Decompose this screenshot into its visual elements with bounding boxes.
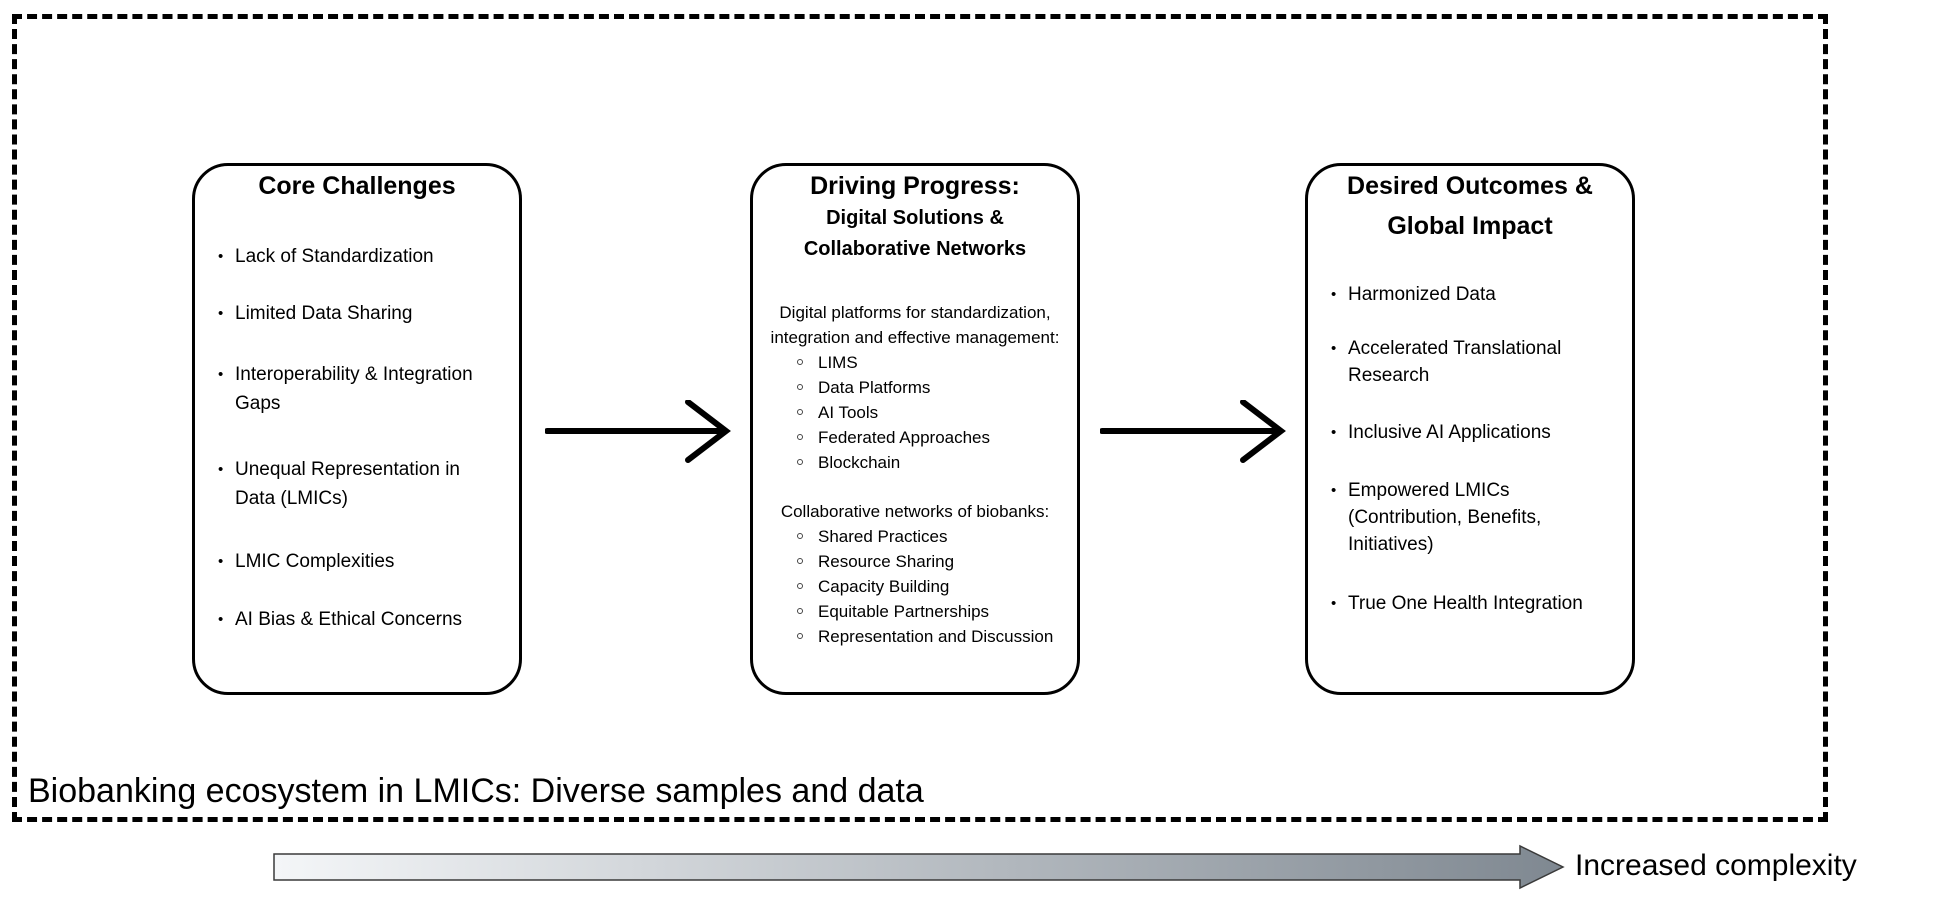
outcome-item: Inclusive AI Applications	[1348, 422, 1551, 443]
driving-progress-box: Driving Progress: Digital Solutions & Co…	[750, 163, 1080, 695]
outcome-item: Accelerated Translational	[1348, 338, 1562, 359]
outcome-item-continuation: Research	[1348, 365, 1430, 386]
network-item: Equitable Partnerships	[818, 602, 990, 621]
circle-bullet-icon	[797, 608, 803, 614]
collaborative-networks-intro: Collaborative networks of biobanks:	[780, 502, 1050, 521]
challenge-item-continuation: Data (LMICs)	[235, 488, 348, 509]
bullet-icon: •	[1331, 340, 1337, 357]
bullet-icon: •	[218, 305, 224, 322]
circle-bullet-icon	[797, 558, 803, 564]
bullet-icon: •	[218, 553, 224, 570]
challenge-item: Unequal Representation in	[235, 459, 460, 480]
ecosystem-frame	[12, 14, 1828, 822]
desired-outcomes-title: Global Impact	[1387, 212, 1553, 240]
bullet-icon: •	[1331, 595, 1337, 612]
core-challenges-box: Core Challenges • Lack of Standardizatio…	[192, 163, 522, 695]
circle-bullet-icon	[797, 434, 803, 440]
bullet-icon: •	[218, 366, 224, 383]
bullet-icon: •	[218, 611, 224, 628]
network-item: Resource Sharing	[818, 552, 955, 571]
ecosystem-label: Biobanking ecosystem in LMICs: Diverse s…	[28, 772, 924, 810]
digital-platform-item: Data Platforms	[818, 378, 931, 397]
driving-progress-subtitle: Digital Solutions &	[826, 207, 1004, 229]
outcome-item: Harmonized Data	[1348, 284, 1496, 305]
desired-outcomes-title: Desired Outcomes &	[1347, 172, 1593, 200]
driving-progress-subtitle: Collaborative Networks	[803, 238, 1027, 260]
digital-platform-item: AI Tools	[818, 403, 879, 422]
complexity-gradient-arrow-icon	[273, 844, 1565, 890]
bullet-icon: •	[218, 248, 224, 265]
circle-bullet-icon	[797, 384, 803, 390]
digital-platform-item: Blockchain	[818, 453, 901, 472]
bullet-icon: •	[1331, 424, 1337, 441]
arrow-right-icon	[1100, 400, 1286, 463]
driving-progress-title: Driving Progress:	[810, 172, 1020, 200]
challenge-item: Lack of Standardization	[235, 246, 434, 267]
bullet-icon: •	[1331, 286, 1337, 303]
network-item: Shared Practices	[818, 527, 948, 546]
challenge-item: Limited Data Sharing	[235, 303, 413, 324]
network-item: Representation and Discussion	[818, 627, 1054, 646]
digital-platforms-intro: integration and effective management:	[770, 328, 1060, 347]
bullet-icon: •	[1331, 482, 1337, 499]
challenge-item: Interoperability & Integration	[235, 364, 473, 385]
bullet-icon: •	[218, 461, 224, 478]
digital-platforms-intro: Digital platforms for standardization,	[779, 303, 1051, 322]
outcome-item-continuation: (Contribution, Benefits,	[1348, 507, 1542, 528]
outcome-item: Empowered LMICs	[1348, 480, 1510, 501]
circle-bullet-icon	[797, 583, 803, 589]
desired-outcomes-box: Desired Outcomes & Global Impact • Harmo…	[1305, 163, 1635, 695]
digital-platform-item: LIMS	[818, 353, 858, 372]
challenge-item: AI Bias & Ethical Concerns	[235, 609, 463, 630]
circle-bullet-icon	[797, 459, 803, 465]
outcome-item: True One Health Integration	[1348, 593, 1583, 614]
circle-bullet-icon	[797, 359, 803, 365]
outcome-item-continuation: Initiatives)	[1348, 534, 1434, 555]
network-item: Capacity Building	[818, 577, 950, 596]
core-challenges-title: Core Challenges	[258, 172, 456, 200]
digital-platform-item: Federated Approaches	[818, 428, 991, 447]
complexity-label: Increased complexity	[1575, 849, 1857, 882]
arrow-right-icon	[545, 400, 731, 463]
challenge-item: LMIC Complexities	[235, 551, 395, 572]
challenge-item-continuation: Gaps	[235, 393, 281, 414]
circle-bullet-icon	[797, 409, 803, 415]
circle-bullet-icon	[797, 633, 803, 639]
circle-bullet-icon	[797, 533, 803, 539]
